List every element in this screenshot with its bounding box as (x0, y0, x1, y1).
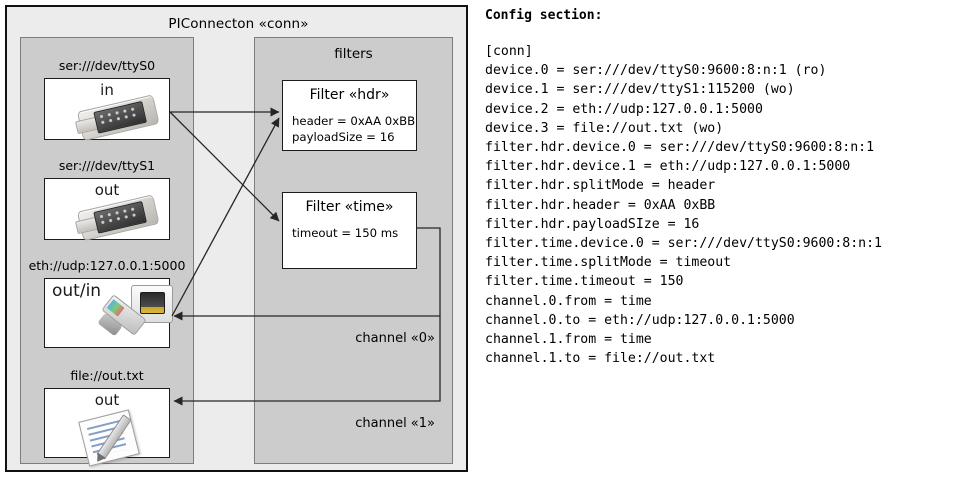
config-body: [conn] device.0 = ser:///dev/ttyS0:9600:… (485, 44, 882, 367)
wire-channel-1 (173, 316, 441, 406)
filter-box-hdr[interactable]: Filter «hdr» header = 0xAA 0xBB payloadS… (282, 80, 417, 151)
device-label-ttys1: ser:///dev/ttyS1 (58, 158, 156, 173)
device-box-file[interactable]: out (44, 388, 170, 467)
wire-channel-0 (173, 227, 441, 321)
devices-panel: ser:///dev/ttyS0 in ser:///dev/ttyS1 out (20, 37, 194, 467)
connector-title: PIConnecton «conn» (168, 16, 309, 32)
device-direction-eth: out/in (52, 281, 102, 301)
connection-wires (169, 107, 441, 406)
channel-label-1: channel «1» (355, 416, 435, 431)
filter-prop: timeout = 150 ms (292, 226, 399, 240)
device-box-ttys1[interactable]: out (44, 178, 170, 242)
device-label-ttys0: ser:///dev/ttyS0 (58, 58, 156, 73)
filter-prop: payloadSize = 16 (292, 130, 395, 144)
connector-diagram: PIConnecton «conn» ser:///dev/ttyS0 in s… (0, 0, 478, 484)
filter-props-time: timeout = 150 ms (292, 225, 398, 241)
filters-panel: filters Filter «hdr» header = 0xAA 0xBB … (254, 37, 453, 464)
device-group-ttys0[interactable]: ser:///dev/ttyS0 in (44, 58, 170, 142)
filter-prop: header = 0xAA 0xBB (292, 114, 416, 128)
device-direction-ttys1: out (94, 181, 120, 199)
config-heading: Config section: (485, 8, 603, 23)
wire-eth-to-hdr (171, 117, 280, 317)
wire-ttys0-to-time (169, 111, 280, 222)
filter-title-hdr: Filter «hdr» (309, 87, 390, 103)
filters-panel-title: filters (334, 46, 373, 62)
device-box-ttys0[interactable]: in (44, 78, 170, 142)
channel-label-0: channel «0» (355, 331, 435, 346)
filter-box-time[interactable]: Filter «time» timeout = 150 ms (282, 192, 417, 269)
ethernet-jack-icon (97, 285, 181, 339)
device-group-eth[interactable]: eth://udp:127.0.0.1:5000 out/in (26, 258, 188, 350)
device-label-eth: eth://udp:127.0.0.1:5000 (28, 258, 186, 273)
filter-props-hdr: header = 0xAA 0xBB payloadSize = 16 (292, 113, 415, 145)
device-box-eth[interactable]: out/in (44, 278, 173, 348)
device-direction-file: out (94, 391, 120, 409)
device-label-file: file://out.txt (70, 368, 144, 383)
device-group-ttys1[interactable]: ser:///dev/ttyS1 out (44, 158, 170, 242)
config-section: Config section: [conn] device.0 = ser://… (483, 0, 964, 484)
device-direction-ttys0: in (100, 81, 114, 99)
device-group-file[interactable]: file://out.txt out (44, 368, 170, 467)
filter-title-time: Filter «time» (305, 199, 394, 215)
